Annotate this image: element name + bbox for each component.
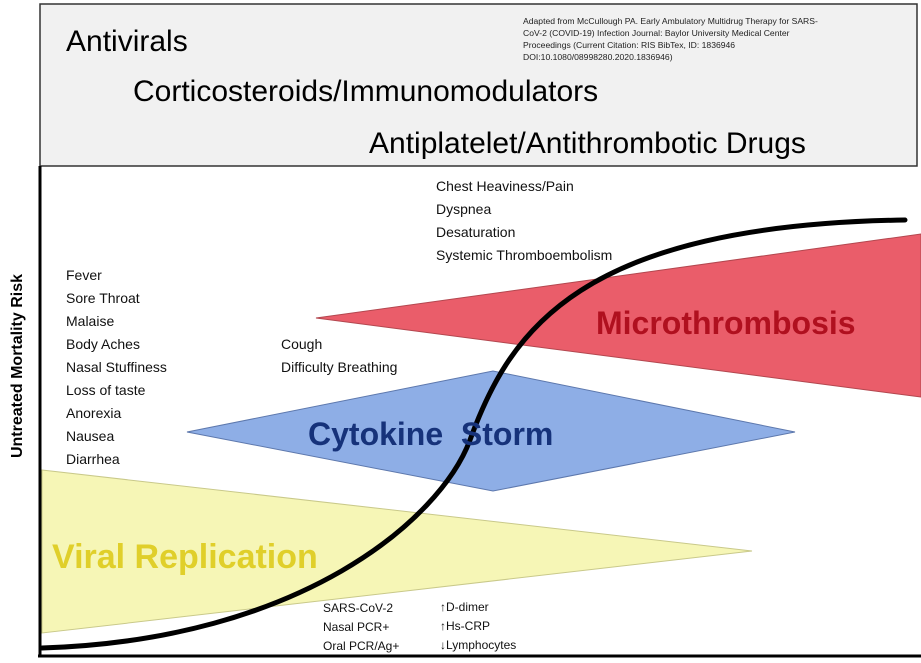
test-item: SARS-CoV-2 <box>323 601 393 615</box>
symptom-item: Diarrhea <box>66 451 120 467</box>
citation-line: Adapted from McCullough PA. Early Ambula… <box>523 16 818 26</box>
citation-line: CoV-2 (COVID-19) Infection Journal: Bayl… <box>523 28 790 38</box>
symptom-item: Desaturation <box>436 224 515 240</box>
respiratory-symptoms-list: Cough Difficulty Breathing <box>281 336 397 375</box>
symptom-item: Nasal Stuffiness <box>66 359 167 375</box>
citation-line: DOI:10.1080/08998280.2020.1836946) <box>523 52 673 62</box>
diagnostic-tests-list: SARS-CoV-2 Nasal PCR+ Oral PCR/Ag+ <box>323 601 399 653</box>
symptom-item: Body Aches <box>66 336 140 352</box>
symptom-item: Malaise <box>66 313 114 329</box>
symptom-item: Chest Heaviness/Pain <box>436 178 574 194</box>
phase-label-viral: Viral Replication <box>52 538 318 576</box>
header-category-corticosteroids: Corticosteroids/Immunomodulators <box>133 75 598 108</box>
symptom-item: Difficulty Breathing <box>281 359 397 375</box>
microthrombosis-shape <box>315 233 921 398</box>
symptom-item: Fever <box>66 267 102 283</box>
cytokine-storm-shape <box>186 370 796 492</box>
early-symptoms-list: Fever Sore Throat Malaise Body Aches Nas… <box>66 267 167 467</box>
lab-item: ↓Lymphocytes <box>440 638 516 652</box>
lab-item: ↑Hs-CRP <box>440 619 490 633</box>
lab-item: ↑D-dimer <box>440 600 489 614</box>
header-box <box>39 3 918 167</box>
symptom-item: Cough <box>281 336 322 352</box>
symptom-item: Systemic Thromboembolism <box>436 247 612 263</box>
citation-note: Adapted from McCullough PA. Early Ambula… <box>523 16 818 62</box>
severe-symptoms-list: Chest Heaviness/Pain Dyspnea Desaturatio… <box>436 178 612 263</box>
symptom-item: Loss of taste <box>66 382 146 398</box>
lab-markers-list: ↑D-dimer ↑Hs-CRP ↓Lymphocytes <box>440 600 516 652</box>
symptom-item: Nausea <box>66 428 114 444</box>
phase-label-cytokine: Cytokine Storm <box>308 416 553 452</box>
y-axis-label: Untreated Mortality Risk <box>9 274 26 458</box>
test-item: Oral PCR/Ag+ <box>323 639 399 653</box>
symptom-item: Anorexia <box>66 405 121 421</box>
test-item: Nasal PCR+ <box>323 620 389 634</box>
phase-label-micro: Microthrombosis <box>596 305 856 341</box>
mortality-risk-curve <box>39 217 908 651</box>
header-category-antiplatelet: Antiplatelet/Antithrombotic Drugs <box>369 127 806 160</box>
citation-line: Proceedings (Current Citation: RIS BibTe… <box>523 40 735 50</box>
symptom-item: Dyspnea <box>436 201 491 217</box>
header-category-antivirals: Antivirals <box>66 25 188 58</box>
symptom-item: Sore Throat <box>66 290 140 306</box>
viral-replication-shape <box>41 469 753 634</box>
